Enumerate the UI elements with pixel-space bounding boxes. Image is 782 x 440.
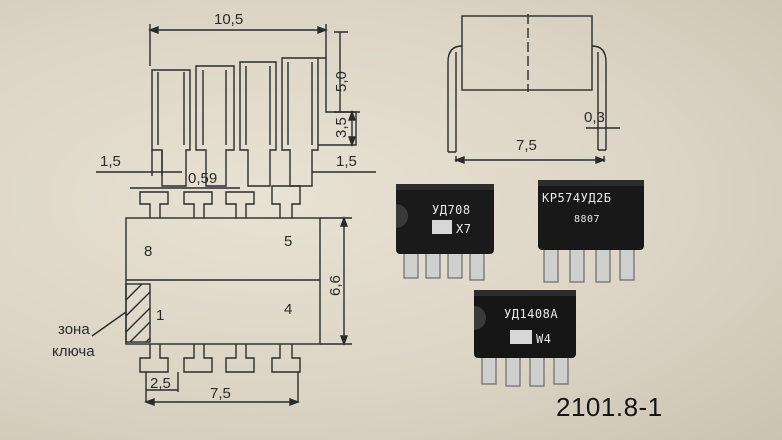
dim-left-pitch: 1,5: [100, 153, 121, 170]
dim-height-top: 5,0: [333, 71, 350, 92]
top-view-pins: [151, 57, 357, 187]
pin-label-4: 4: [284, 301, 292, 318]
dim-bottom-span: 7,5: [210, 385, 231, 402]
dim-right-pitch: 1,5: [336, 153, 357, 170]
key-zone-label-1: зона: [58, 321, 90, 338]
dim-top-width: 10,5: [214, 11, 243, 28]
dim-height-lower: 3,5: [333, 117, 350, 138]
key-zone-label-2: ключа: [52, 343, 95, 360]
dim-side-body: 6,6: [327, 275, 344, 296]
chip3-mark: УД1408А: [504, 307, 558, 321]
chip3-code: W4: [536, 332, 551, 346]
chip2-code: 8807: [574, 214, 600, 225]
chip1-code: X7: [456, 222, 471, 236]
chip2-mark: КР574УД2Б: [542, 191, 612, 205]
pin-label-8: 8: [144, 243, 152, 260]
side-dim-span: 7,5: [516, 137, 537, 154]
chip1-mark: УД708: [432, 203, 471, 217]
plan-view: [91, 185, 352, 407]
chip-kr574ud2b: КР574УД2Б 8807: [538, 180, 644, 283]
package-code: 2101.8-1: [556, 392, 663, 422]
chip-ud1408a: УД1408А W4: [474, 290, 576, 387]
pin-label-1: 1: [156, 307, 164, 324]
dim-pin-width: 0,59: [188, 170, 217, 187]
chip-ud708: УД708 X7: [396, 184, 494, 281]
side-dim-lead: 0,3: [584, 109, 605, 126]
dim-bottom-pitch: 2,5: [150, 375, 171, 392]
side-view: [447, 14, 620, 165]
pin-label-5: 5: [284, 233, 292, 250]
